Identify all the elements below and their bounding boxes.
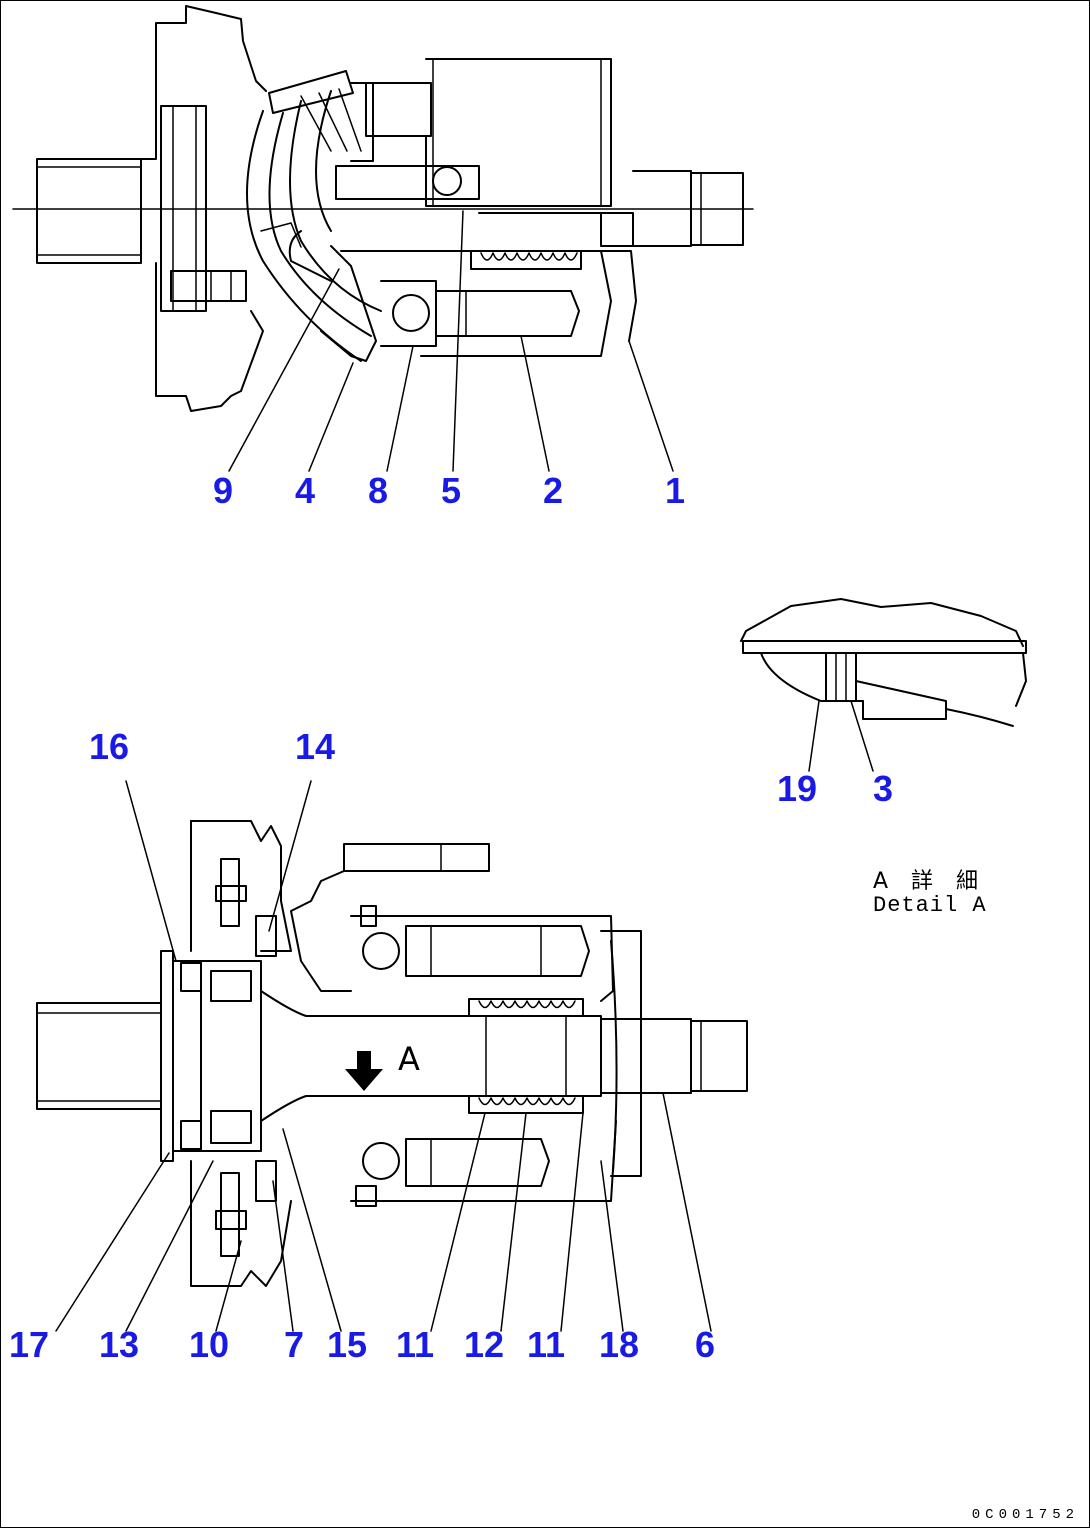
callout-12: 12	[463, 1324, 505, 1365]
callout-19: 19	[776, 768, 818, 809]
callout-4: 4	[294, 470, 316, 511]
detail-title-jp: A 詳 細	[873, 869, 987, 894]
callout-18: 18	[598, 1324, 640, 1365]
callout-14: 14	[294, 726, 336, 767]
callout-2: 2	[542, 470, 564, 511]
callout-7: 7	[283, 1324, 305, 1365]
callout-16: 16	[88, 726, 130, 767]
down-arrow-icon	[345, 1051, 383, 1091]
callout-8: 8	[367, 470, 389, 511]
callout-6: 6	[694, 1324, 716, 1365]
detail-title-en: Detail A	[873, 893, 987, 918]
section-mark: A	[398, 1040, 420, 1078]
callout-5: 5	[440, 470, 462, 511]
document-number: 0C001752	[971, 1507, 1079, 1523]
callout-11-right: 11	[526, 1324, 566, 1365]
callout-11-left: 11	[395, 1324, 435, 1365]
callout-3: 3	[872, 768, 894, 809]
top-assembly-view	[12, 5, 754, 472]
callout-15: 15	[326, 1324, 368, 1365]
bottom-assembly-view	[36, 780, 748, 1332]
callout-13: 13	[98, 1324, 140, 1365]
callout-1: 1	[664, 470, 686, 511]
callout-10: 10	[188, 1324, 230, 1365]
callout-17: 17	[8, 1324, 50, 1365]
detail-a-view	[740, 598, 1027, 772]
callout-9: 9	[212, 470, 234, 511]
